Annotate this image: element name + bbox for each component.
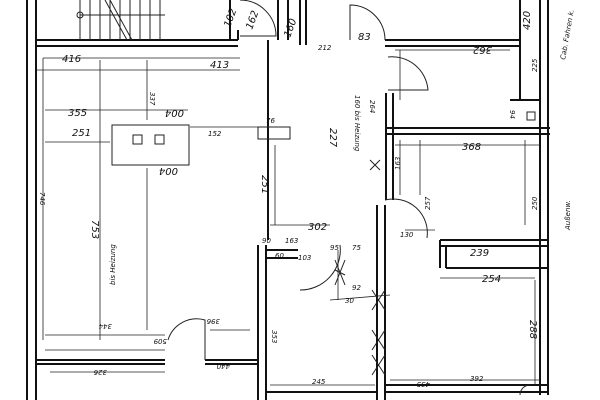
dim-163-b: 163: [394, 157, 402, 170]
dim-251: 251: [72, 128, 91, 139]
staircase: [76, 0, 165, 41]
dim-344: 344: [99, 322, 112, 330]
column: [257, 126, 291, 140]
note-right-margin: Cab. Fahren k.: [559, 9, 576, 61]
dim-264: 264: [368, 100, 376, 113]
dim-420: 420: [522, 11, 533, 30]
dim-746: 746: [38, 192, 46, 206]
dim-90: 90: [262, 237, 271, 245]
dim-440: 440: [216, 362, 230, 370]
dim-103: 103: [298, 254, 311, 262]
dim-162: 162: [244, 9, 261, 31]
dim-353: 353: [270, 330, 278, 343]
dim-362: 362: [473, 44, 492, 55]
dim-92: 92: [352, 284, 361, 292]
dim-302: 302: [308, 222, 327, 233]
flue: [154, 134, 165, 145]
dim-160: 160: [282, 17, 299, 39]
dim-509: 509: [153, 337, 167, 345]
note-heating-2: bis Heizung: [109, 244, 117, 285]
dim-251-vertical: 251: [259, 175, 270, 194]
dim-435: 435: [416, 380, 430, 388]
dim-227: 227: [327, 128, 338, 148]
dim-30: 30: [345, 297, 354, 305]
hatch-marks: [334, 159, 386, 376]
dim-368: 368: [462, 142, 481, 153]
dim-95: 95: [330, 244, 339, 252]
dim-392: 392: [470, 375, 484, 383]
dim-245: 245: [312, 378, 326, 386]
flue: [132, 134, 143, 145]
walls: [26, 0, 550, 400]
dim-75: 75: [352, 244, 361, 252]
dim-337: 337: [148, 92, 156, 106]
dim-004-top: 004: [165, 107, 184, 118]
dim-250: 250: [531, 196, 539, 210]
dim-130: 130: [400, 231, 414, 239]
dim-396: 396: [206, 317, 220, 325]
dim-152: 152: [208, 130, 222, 138]
note-heating: 160 bis Heizung: [353, 95, 361, 152]
dimension-labels: 416 413 102 162 160 83 212 337 355 251 0…: [38, 7, 539, 388]
dim-416: 416: [62, 54, 81, 65]
dim-76: 76: [266, 117, 275, 125]
dim-94: 94: [508, 110, 516, 119]
dim-163: 163: [285, 237, 298, 245]
chimney: [111, 124, 190, 166]
dim-753: 753: [89, 220, 100, 239]
dim-004-bottom: 004: [159, 165, 178, 176]
dim-102: 102: [222, 7, 239, 29]
dim-225: 225: [531, 58, 539, 72]
dim-83: 83: [358, 32, 371, 43]
dim-257: 257: [424, 196, 432, 210]
shaft: [526, 111, 536, 121]
dim-288: 288: [527, 320, 538, 339]
dim-212: 212: [318, 44, 332, 52]
note-outer-wall: Außenw.: [564, 200, 572, 231]
dim-239: 239: [470, 248, 489, 259]
dimension-lines: [37, 49, 540, 386]
dim-326: 326: [93, 368, 107, 376]
dim-60: 60: [275, 252, 284, 260]
dim-413: 413: [210, 60, 229, 71]
dim-254: 254: [482, 274, 501, 285]
dim-355: 355: [68, 108, 87, 119]
